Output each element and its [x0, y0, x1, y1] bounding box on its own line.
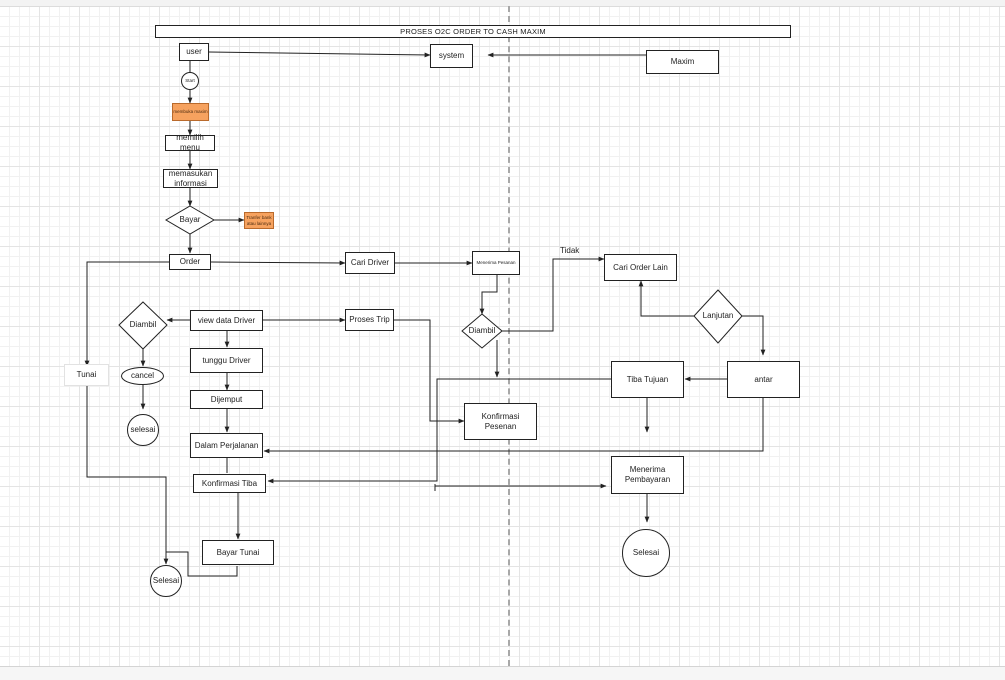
- menerima-pesanan-node: Menerima Pesanan: [472, 251, 520, 275]
- lanjutan-label: Lanjutan: [702, 311, 734, 320]
- edge-antar-dalam: [263, 398, 764, 454]
- tiba-tujuan-node: Tiba Tujuan: [611, 361, 684, 398]
- bayar-tunai-node: Bayar Tunai: [202, 540, 274, 565]
- order-node: Order: [169, 254, 211, 270]
- top-toolbar-strip: [0, 0, 1005, 7]
- start-node: Start: [181, 72, 199, 90]
- bayar-label: Bayar: [179, 215, 201, 224]
- edge-tunai-selesai: [86, 386, 167, 564]
- diambil-mid-label: Diambil: [468, 326, 496, 335]
- maxim-node: Maxim: [646, 50, 719, 74]
- tunggu-driver-node: tunggu Driver: [190, 348, 263, 373]
- edge-lanjutan-antar: [740, 315, 766, 356]
- swimlane-divider: [508, 6, 510, 666]
- edge-konfirmasitiba-menerima: [434, 483, 607, 491]
- transfer-node: Tranfer bank atau lainnya: [244, 212, 274, 229]
- selesai-small-node: selesai: [127, 414, 159, 446]
- edge-proses-konfirmasi: [394, 319, 465, 424]
- menerima-pembayaran-node: Menerima Pembayaran: [611, 456, 684, 494]
- edge-menerima-diambil: [479, 275, 498, 315]
- edge-order-tunai: [84, 261, 169, 367]
- konfirmasi-tiba-node: Konfirmasi Tiba: [193, 474, 266, 493]
- edge-label-tidak: Tidak: [560, 246, 580, 255]
- bottom-scroll-strip: [0, 666, 1005, 680]
- membuka-maxim-node: membuka maxim: [172, 103, 209, 121]
- dijemput-node: Dijemput: [190, 390, 263, 409]
- diagram-title: PROSES O2C ORDER TO CASH MAXIM: [155, 25, 791, 38]
- edge-lanjutan-cariorder: [638, 280, 695, 317]
- system-node: system: [430, 44, 473, 68]
- dalam-perjalanan-node: Dalam Perjalanan: [190, 433, 263, 458]
- memasukan-informasi-node: memasukan informasi: [163, 169, 218, 188]
- edge-user-system: [208, 51, 431, 58]
- memilih-menu-node: memilih menu: [165, 133, 215, 152]
- cancel-node: cancel: [121, 367, 164, 385]
- antar-node: antar: [727, 361, 800, 398]
- view-data-driver-node: view data Driver: [190, 310, 263, 331]
- selesai-right-node: Selesai: [622, 529, 670, 577]
- tunai-node: Tunai: [64, 364, 109, 386]
- cari-order-lain-node: Cari Order Lain: [604, 254, 677, 281]
- konfirmasi-pesenan-node: Konfirmasi Pesenan: [464, 403, 537, 440]
- edge-order-cari: [210, 260, 346, 266]
- proses-trip-node: Proses Trip: [345, 309, 394, 331]
- diambil-left-label: Diambil: [129, 320, 157, 329]
- edge-diambil-cariorder: [500, 256, 605, 332]
- edge-tiba-konfirmasitiba: [267, 378, 611, 484]
- cari-driver-node: Cari Driver: [345, 252, 395, 274]
- selesai-left-node: Selesai: [150, 565, 182, 597]
- user-node: user: [179, 43, 209, 61]
